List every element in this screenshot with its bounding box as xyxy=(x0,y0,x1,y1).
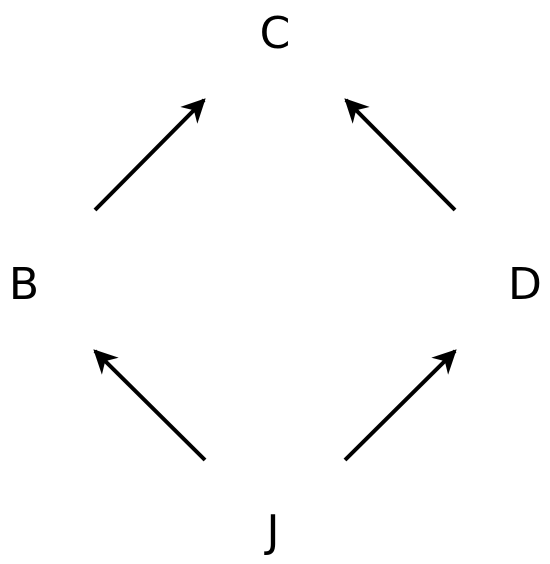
node-c-label: C xyxy=(260,8,291,59)
edge-b-to-c xyxy=(93,98,206,212)
node-b-label: B xyxy=(9,259,39,310)
node-j-label: J xyxy=(264,506,280,557)
edge-j-to-b xyxy=(93,349,207,462)
node-d-label: D xyxy=(508,259,542,310)
edge-j-to-d xyxy=(343,349,457,462)
edge-d-to-c xyxy=(344,98,457,212)
